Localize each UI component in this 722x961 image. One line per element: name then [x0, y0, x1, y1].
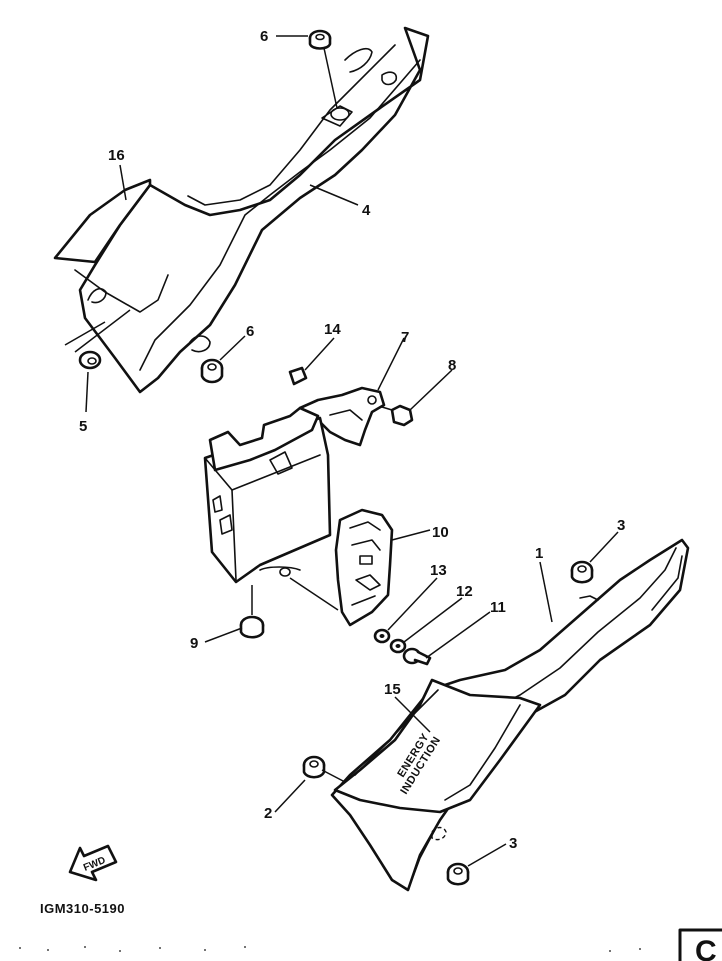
- corner-label: C: [695, 935, 717, 961]
- upper-side-cover: [78, 26, 430, 394]
- callout-5: 5: [79, 418, 87, 435]
- scan-noise: [19, 946, 641, 952]
- callout-6-lower: 6: [246, 323, 254, 340]
- drawing-code: IGM310-5190: [40, 901, 125, 916]
- part-number-callouts: 6 16 4 6 5 14 7 8 10 13 12 11 9 1 3 15 2…: [79, 28, 625, 852]
- nut-clip-14: [288, 366, 308, 386]
- grommet-6-lower: [200, 358, 224, 384]
- grommet-6-upper: [308, 29, 332, 50]
- callout-10: 10: [432, 524, 449, 541]
- callout-3-upper: 3: [617, 517, 625, 534]
- grommet-3-upper: [570, 560, 594, 584]
- callout-7: 7: [401, 329, 409, 346]
- damper-9: [239, 615, 265, 639]
- callout-16: 16: [108, 147, 125, 164]
- callout-13: 13: [430, 562, 447, 579]
- fwd-arrow-icon: FWD: [68, 844, 118, 882]
- upper-cover-decal: [53, 178, 169, 313]
- callout-1: 1: [535, 545, 543, 562]
- grommet-5: [78, 350, 102, 370]
- battery-case: [203, 406, 332, 584]
- leader-lines: [64, 35, 619, 867]
- bolt-8: [381, 404, 414, 427]
- grommet-3-lower: [431, 826, 470, 886]
- corner-index-box: C: [678, 928, 722, 961]
- callout-8: 8: [448, 357, 456, 374]
- callout-2: 2: [264, 805, 272, 822]
- washer-13: [373, 628, 391, 644]
- screw-11: [402, 647, 432, 666]
- holder-10: [334, 508, 394, 627]
- callout-12: 12: [456, 583, 473, 600]
- lower-cover-decal: ENERGY INDUCTION: [333, 678, 542, 814]
- grommet-2: [302, 755, 326, 779]
- callout-14: 14: [324, 321, 341, 338]
- callout-4: 4: [362, 202, 371, 219]
- callout-3-lower: 3: [509, 835, 517, 852]
- callout-15: 15: [384, 681, 401, 698]
- callout-11: 11: [490, 599, 506, 616]
- callout-9: 9: [190, 635, 198, 652]
- washer-12: [389, 638, 407, 654]
- callout-6-upper: 6: [260, 28, 268, 45]
